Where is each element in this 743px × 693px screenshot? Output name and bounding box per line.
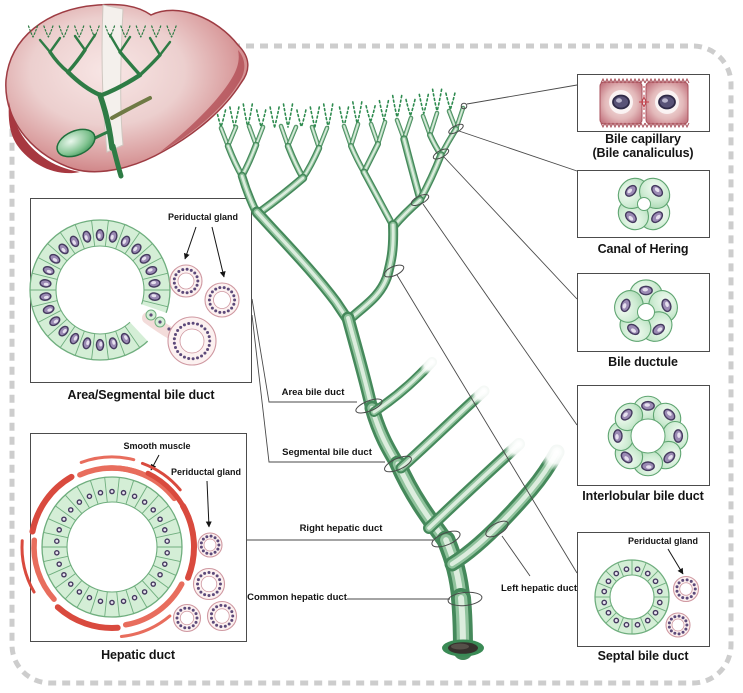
septal-periductal-gland-label: Periductal gland (627, 536, 698, 546)
bile-capillary-box (577, 74, 710, 132)
interlobular-bile-duct-caption: Interlobular bile duct (582, 489, 704, 503)
left-hepatic-duct-label: Left hepatic duct (500, 583, 577, 594)
caption-line-1: Bile capillary (605, 132, 681, 146)
hepatic-periductal-gland-label: Periductal gland (170, 467, 241, 477)
smooth-muscle-label: Smooth muscle (123, 441, 191, 451)
septal-bile-duct-caption: Septal bile duct (597, 649, 689, 663)
hepatic-duct-caption: Hepatic duct (101, 648, 175, 662)
segmental-bile-duct-label: Segmental bile duct (282, 447, 372, 458)
canal-of-hering-box (577, 170, 710, 238)
hepatic-duct-box (30, 433, 247, 642)
caption-line-2: (Bile canaliculus) (592, 146, 694, 160)
interlobular-bile-duct-box (577, 385, 710, 486)
bile-ductule-box (577, 273, 710, 352)
bile-capillary-caption: Bile capillary (Bile canaliculus) (568, 132, 718, 160)
area-segmental-bile-duct-box (30, 198, 252, 383)
common-hepatic-duct-label: Common hepatic duct (247, 592, 347, 603)
area-segmental-caption: Area/Segmental bile duct (67, 388, 215, 402)
area-periductal-gland-label: Periductal gland (167, 212, 238, 222)
bile-ductule-caption: Bile ductule (608, 355, 678, 369)
right-hepatic-duct-label: Right hepatic duct (299, 523, 383, 534)
area-bile-duct-label: Area bile duct (281, 387, 345, 398)
canal-of-hering-caption: Canal of Hering (597, 242, 689, 256)
